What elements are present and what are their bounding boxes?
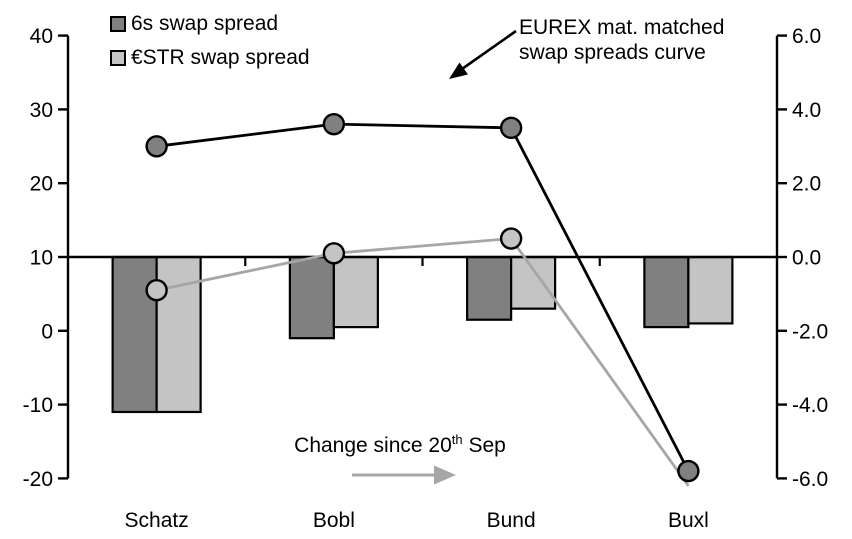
right-axis-label-2.0: 2.0 [792, 173, 821, 196]
right-axis-label-4.0: 4.0 [792, 99, 821, 122]
change-annotation-suffix: Sep [462, 434, 506, 457]
marker-6s-mat-matched-swap-spreads-curve-bobl [322, 112, 346, 136]
category-label-schatz: Schatz [125, 509, 189, 532]
bar--str-swap-spread-buxl [687, 255, 734, 325]
legend-swatch-estr-icon [110, 50, 126, 66]
legend-item-6s-swap-spread: 6s swap spread [110, 12, 310, 36]
legend: 6s swap spread €STR swap spread [110, 12, 310, 80]
change-annotation: Change since 20th Sep [283, 432, 517, 458]
category-label-bund: Bund [487, 509, 536, 532]
right-axis-label--2.0: -2.0 [792, 320, 828, 343]
right-axis-label--4.0: -4.0 [792, 394, 828, 417]
marker-6s-mat-matched-swap-spreads-curve-schatz [145, 135, 168, 158]
left-axis-label-30: 30 [30, 99, 53, 122]
curve-annotation-line2: swap spreads curve [519, 41, 706, 64]
legend-label-6s: 6s swap spread [131, 12, 279, 35]
curve-annotation-arrow-icon [461, 29, 517, 71]
bar-6s-swap-spread-schatz [111, 255, 158, 414]
marker--str-mat-matched-swap-spreads-curve-bund [499, 227, 523, 250]
change-annotation-text: Change since 20 [294, 434, 452, 457]
line-6s-mat-matched-swap-spreads-curve [156, 122, 690, 472]
left-axis-label-10: 10 [30, 247, 53, 270]
category-label-bobl: Bobl [313, 509, 355, 532]
bar--str-swap-spread-schatz [155, 255, 202, 414]
right-axis-label--6.0: -6.0 [792, 468, 828, 491]
change-annotation-sup: th [451, 432, 463, 447]
left-axis-label-20: 20 [30, 173, 53, 196]
curve-annotation: EUREX mat. matched swap spreads curve [519, 15, 759, 65]
change-annotation-arrowhead-icon [434, 465, 456, 485]
left-axis-label-40: 40 [30, 25, 53, 48]
bar-6s-swap-spread-buxl [643, 255, 690, 329]
bar--str-swap-spread-bobl [332, 255, 379, 329]
marker-6s-mat-matched-swap-spreads-curve-buxl [677, 459, 700, 483]
category-label-buxl: Buxl [668, 509, 709, 532]
line--str-mat-matched-swap-spreads-curve [156, 237, 690, 487]
legend-swatch-6s-icon [110, 16, 126, 32]
bar-6s-swap-spread-bobl [288, 255, 335, 340]
right-axis-label-6.0: 6.0 [792, 25, 821, 48]
marker--str-mat-matched-swap-spreads-curve-bobl [322, 242, 346, 265]
left-axis-label--20: -20 [23, 468, 53, 491]
marker--str-mat-matched-swap-spreads-curve-schatz [145, 279, 168, 302]
legend-item-estr-swap-spread: €STR swap spread [110, 46, 310, 70]
bar--str-swap-spread-bund [510, 255, 557, 310]
left-axis-label--10: -10 [23, 394, 53, 417]
curve-annotation-line1: EUREX mat. matched [519, 16, 725, 39]
left-axis-label-0: 0 [41, 320, 53, 343]
legend-label-estr: €STR swap spread [131, 46, 310, 69]
curve-annotation-arrowhead-icon [449, 62, 468, 79]
marker-6s-mat-matched-swap-spreads-curve-bund [499, 116, 523, 140]
bar-6s-swap-spread-bund [466, 255, 513, 321]
right-axis-label-0.0: 0.0 [792, 247, 821, 270]
